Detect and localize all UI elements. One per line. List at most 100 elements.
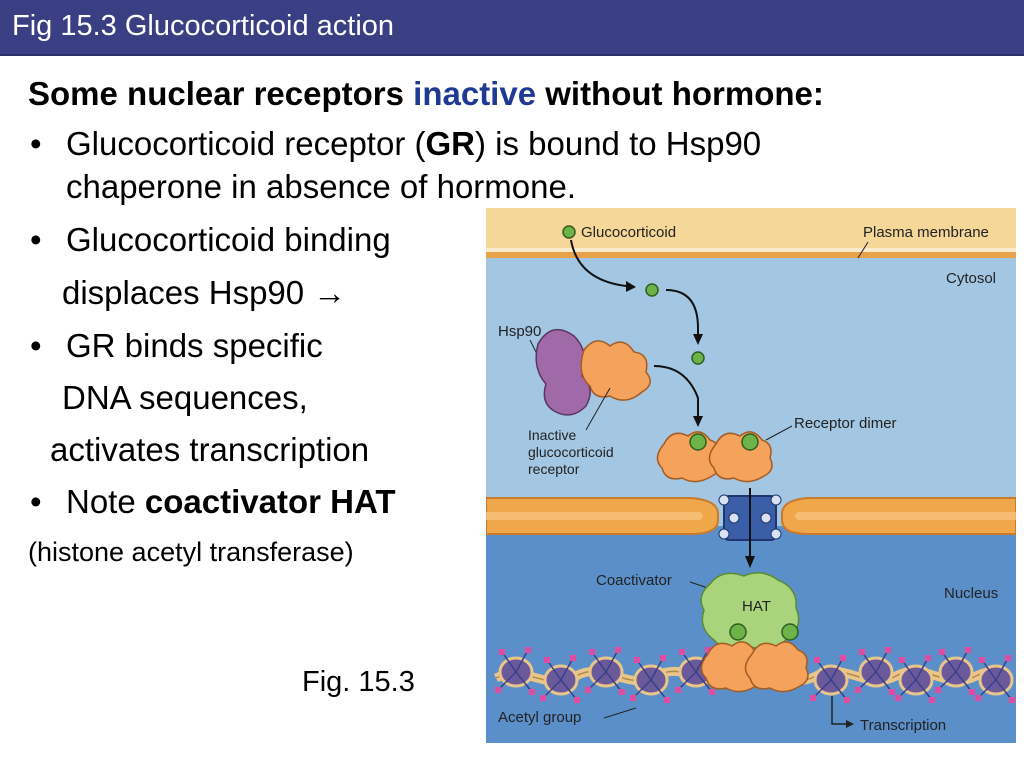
acetyl-group-mark [705, 647, 711, 653]
label-cytosol: Cytosol [946, 270, 996, 287]
acetyl-group-mark [840, 655, 846, 661]
hsp90-protein [535, 328, 591, 416]
histone-tail [995, 679, 1013, 701]
acetyl-group-mark [979, 657, 985, 663]
receptor-dimer-cytosol [656, 431, 773, 483]
acetyl-group-mark [885, 647, 891, 653]
histone-tail [981, 659, 997, 681]
histone-tail [515, 671, 533, 693]
histone-tail [605, 649, 619, 673]
acetyl-group-mark [664, 697, 670, 703]
heading-part2: without hormone: [536, 75, 824, 112]
ligand-molecule-2 [691, 351, 705, 365]
histone-tail [515, 649, 529, 673]
label-plasma-membrane: Plasma membrane [863, 224, 989, 241]
acetyl-group-mark [675, 687, 681, 693]
acetyl-group-mark [634, 657, 640, 663]
acetyl-group-mark [709, 689, 715, 695]
acetyl-group-mark [939, 649, 945, 655]
label-glucocorticoid: Glucocorticoid [581, 224, 676, 241]
acetyl-group-mark [855, 687, 861, 693]
b1-pre: Glucocorticoid receptor ( [66, 125, 426, 162]
bullet-2-line-1: Glucocorticoid binding [66, 221, 391, 258]
acetyl-group-mark [814, 657, 820, 663]
histone-tail [605, 671, 623, 693]
receptor-dimer-dna [700, 623, 809, 693]
histone-tail [695, 649, 709, 673]
acetyl-group-mark [679, 649, 685, 655]
acetyl-group-mark [619, 689, 625, 695]
acetyl-group-mark [889, 689, 895, 695]
histone-tail [560, 679, 578, 701]
acetyl-group-mark [615, 647, 621, 653]
acetyl-group-mark [544, 657, 550, 663]
histone-tail [591, 651, 607, 673]
histone-tail [650, 657, 664, 681]
heading-accent: inactive [413, 75, 537, 112]
heading-part1: Some nuclear receptors [28, 75, 414, 112]
bullet-3-line-2: DNA sequences, [62, 379, 308, 416]
histone-tail [650, 679, 668, 701]
acetyl-group-mark [589, 649, 595, 655]
acetyl-group-mark [630, 695, 636, 701]
acetyl-group-mark [810, 695, 816, 701]
acetyl-group-mark [525, 647, 531, 653]
ligand-path-1 [570, 239, 627, 287]
bullet-3-line-3: activates transcription [50, 431, 370, 468]
label-coactivator: Coactivator [596, 572, 672, 589]
histone-tail [875, 649, 889, 673]
histone-tail [830, 657, 844, 681]
acetyl-group-mark [574, 697, 580, 703]
inactive-receptor [580, 340, 651, 401]
label-acetyl-group: Acetyl group [498, 709, 581, 726]
histone-tail [915, 657, 929, 681]
acetyl-group-mark [935, 687, 941, 693]
glucocorticoid-diagram: Glucocorticoid Plasma membrane Cytosol H… [486, 208, 1016, 743]
histone-tail [695, 671, 713, 693]
acetyl-group-mark [1005, 655, 1011, 661]
acetyl-group-mark [585, 687, 591, 693]
acetyl-group-mark [969, 689, 975, 695]
histone-tail [636, 659, 652, 681]
histone-tail [861, 651, 877, 673]
acetyl-group-mark [929, 697, 935, 703]
slide-title: Fig 15.3 Glucocorticoid action [12, 10, 395, 42]
acetyl-group-mark [499, 649, 505, 655]
histone-tail [560, 657, 574, 681]
histone-tail [955, 671, 973, 693]
histone-tail [875, 671, 893, 693]
acetyl-group-mark [899, 657, 905, 663]
label-receptor-dimer: Receptor dimer [794, 415, 897, 432]
bullet-marker-3: • [30, 327, 42, 364]
acetyl-group-mark [844, 697, 850, 703]
label-transcription: Transcription [860, 717, 946, 734]
bullet-1-line-2: chaperone in absence of hormone. [66, 168, 577, 205]
histone-tail [915, 679, 933, 701]
acetyl-group-mark [570, 655, 576, 661]
acetyl-group-mark [540, 695, 546, 701]
bullet-2-line-2: displaces Hsp90 → [62, 274, 347, 311]
label-nucleus: Nucleus [944, 585, 998, 602]
bullet-1-line-1: Glucocorticoid receptor (GR) is bound to… [66, 124, 761, 164]
histone-tail [995, 657, 1009, 681]
histone-tail [501, 651, 517, 673]
label-inactive-3: receptor [528, 461, 580, 477]
histone-tail [955, 649, 969, 673]
acetyl-group-mark [660, 655, 666, 661]
bullet-marker-1: • [30, 125, 42, 162]
label-hsp90: Hsp90 [498, 323, 541, 340]
acetyl-group-mark [1009, 697, 1015, 703]
acetyl-group-mark [529, 689, 535, 695]
histone-tail [546, 659, 562, 681]
acetyl-group-mark [895, 695, 901, 701]
acetyl-group-mark [859, 649, 865, 655]
b1-post: ) is bound to Hsp90 [474, 125, 762, 162]
figure-reference: Fig. 15.3 [302, 666, 415, 698]
bullet-4-line-1: Note coactivator HAT [66, 482, 396, 522]
label-hat: HAT [742, 598, 771, 615]
b4-pre: Note [66, 483, 145, 520]
bullet-marker-4: • [30, 483, 42, 520]
acetyl-group-mark [965, 647, 971, 653]
acetyl-group-mark [495, 687, 501, 693]
bullet-4-line-2: (histone acetyl transferase) [28, 537, 354, 567]
